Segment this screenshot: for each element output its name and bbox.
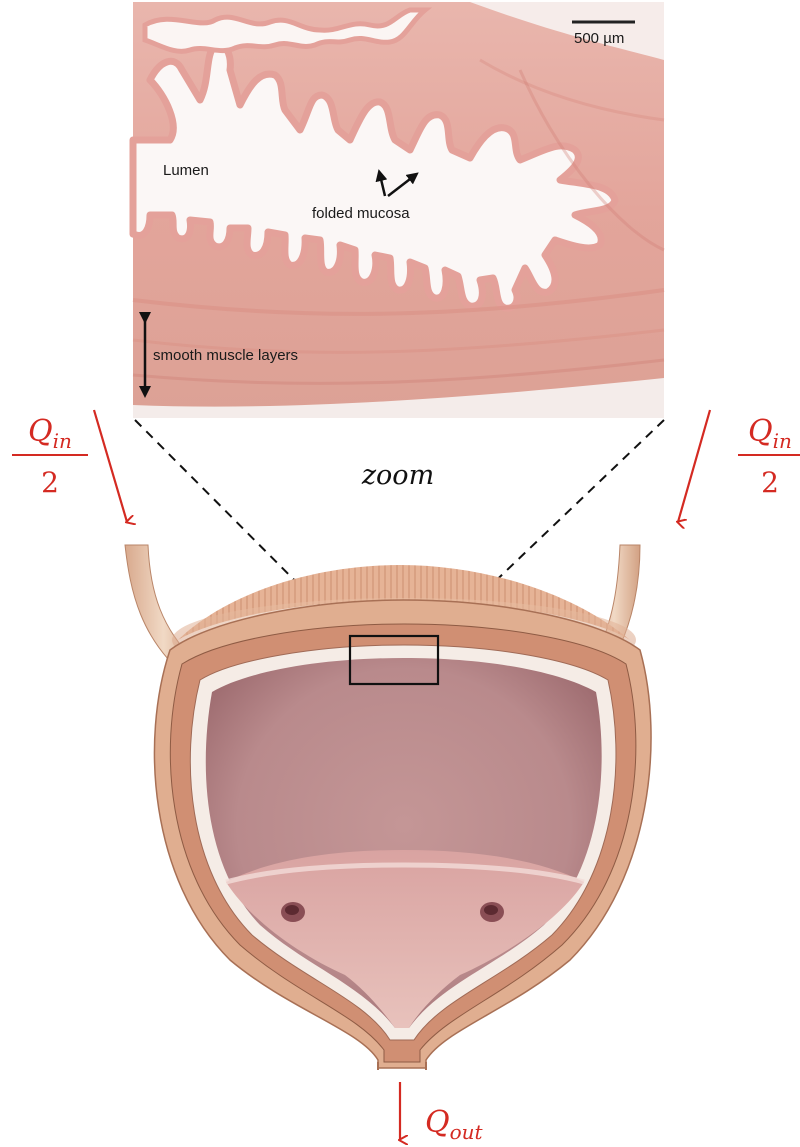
smooth-muscle-label: smooth muscle layers — [153, 347, 298, 364]
inflow-left-symbol: Qin — [28, 414, 72, 453]
inflow-right-symbol: Qin — [748, 414, 792, 453]
zoom-label: zoom — [361, 460, 434, 491]
inflow-left-denominator: 2 — [41, 466, 59, 499]
inflow-right-arrow — [678, 410, 710, 522]
histology-micrograph: 500 µm Lumen folded mucosa smooth muscle… — [133, 2, 664, 418]
folded-mucosa-label: folded mucosa — [312, 205, 410, 222]
inflow-left: Qin 2 — [12, 410, 127, 522]
inflow-left-arrow — [94, 410, 127, 522]
inflow-right: Qin 2 — [678, 410, 800, 522]
bladder-illustration — [125, 545, 651, 1070]
scale-bar-label: 500 µm — [574, 30, 624, 47]
inflow-right-denominator: 2 — [761, 466, 779, 499]
outflow-label: Qout — [425, 1105, 484, 1144]
lumen-label: Lumen — [163, 162, 209, 179]
outflow: Qout — [400, 1082, 484, 1144]
